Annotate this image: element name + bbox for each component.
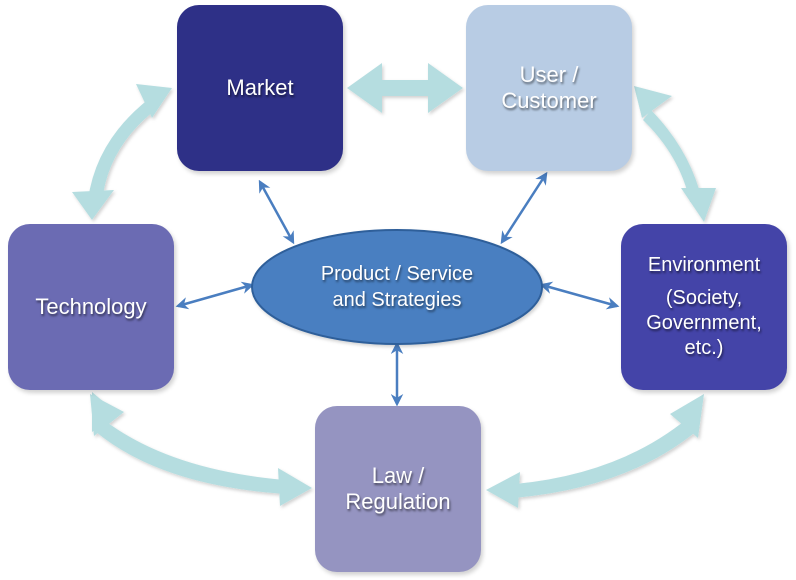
arrow-user-env: [634, 86, 716, 222]
connector-center-env: [539, 281, 620, 310]
connector-center-market: [258, 179, 295, 245]
arrow-tech-law: [90, 392, 312, 506]
center-label: Product / Service and Strategies: [252, 230, 542, 344]
center-label-line: Product / Service: [320, 263, 474, 285]
node-user-customer: User / Customer: [466, 5, 632, 171]
node-technology: Technology: [8, 224, 174, 390]
node-label: Market: [226, 75, 294, 100]
node-market: Market: [177, 5, 343, 171]
node-sublabel: etc.): [684, 337, 724, 359]
arrow-tech-market: [72, 84, 172, 220]
connector-center-tech: [175, 281, 255, 310]
node-law-regulation: Law / Regulation: [315, 406, 481, 572]
center-label-line: and Strategies: [332, 289, 462, 311]
connector-center-user: [500, 171, 548, 245]
node-label: Technology: [35, 294, 147, 319]
node-label: Law /: [371, 463, 425, 488]
arrow-env-law: [486, 394, 704, 508]
node-label: User /: [519, 62, 579, 87]
arrow-market-user: [347, 63, 463, 113]
node-sublabel: (Society,: [665, 287, 743, 309]
node-environment: Environment (Society, Government, etc.): [621, 224, 787, 390]
node-label: Regulation: [345, 489, 451, 514]
node-label: Customer: [501, 88, 597, 113]
center-ellipse: [251, 229, 543, 345]
node-label: Environment: [647, 254, 761, 276]
node-sublabel: Government,: [646, 312, 762, 334]
